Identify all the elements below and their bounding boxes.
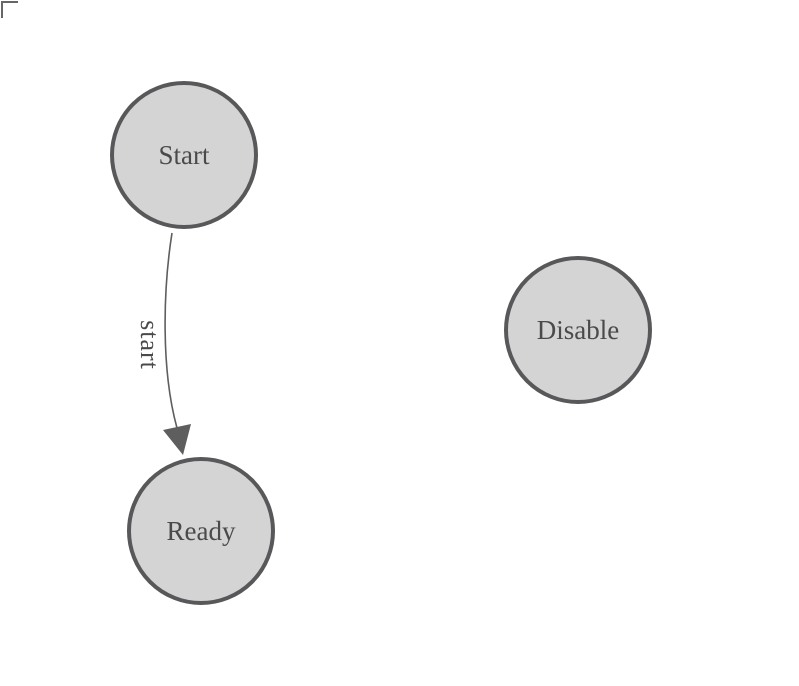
transition-label[interactable]: start [135,320,164,370]
state-node-disable[interactable]: Disable [504,256,652,404]
canvas-corner-border [1,1,18,18]
state-node-ready[interactable]: Ready [127,457,275,605]
state-label-ready: Ready [166,515,236,546]
state-label-start: Start [158,139,210,170]
transition-arrowhead [163,424,191,455]
state-label-disable: Disable [536,314,620,345]
transition-path-start-to-ready[interactable] [164,232,178,429]
state-node-start[interactable]: Start [110,81,258,229]
